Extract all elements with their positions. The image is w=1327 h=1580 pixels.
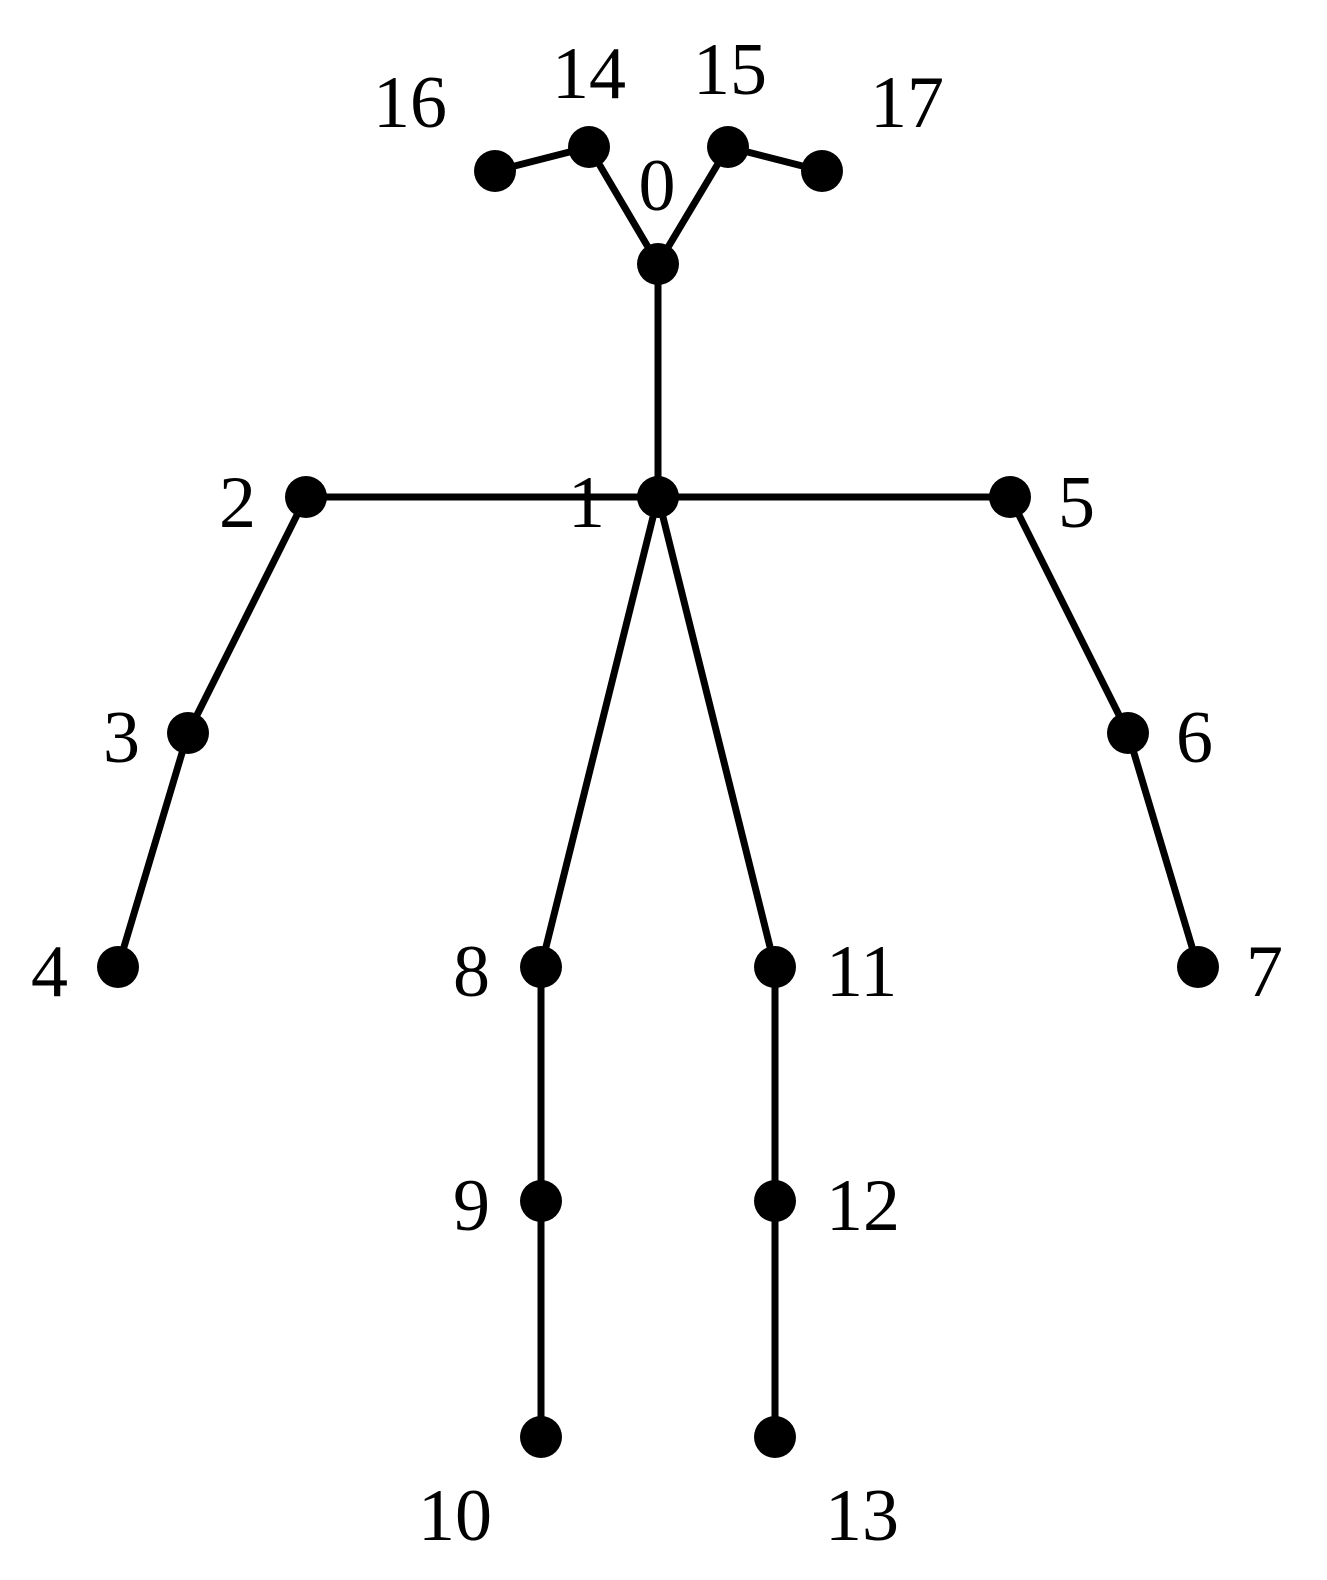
keypoint-3: [167, 712, 209, 754]
keypoint-1: [637, 476, 679, 518]
keypoint-label-0: 0: [639, 145, 676, 227]
keypoint-label-12: 12: [826, 1165, 900, 1247]
keypoint-8: [520, 946, 562, 988]
keypoint-label-5: 5: [1058, 462, 1095, 544]
keypoint-16: [474, 150, 516, 192]
keypoint-label-15: 15: [693, 29, 767, 111]
keypoint-label-2: 2: [219, 462, 256, 544]
keypoint-label-14: 14: [552, 33, 626, 115]
bone-5-6: [1006, 493, 1132, 737]
keypoint-label-10: 10: [418, 1475, 492, 1557]
keypoint-12: [754, 1180, 796, 1222]
labels-layer: 0 1 2 3 4 5 6 7 8 9 10 11 12 13 14 15 16…: [31, 29, 1283, 1557]
keypoint-label-11: 11: [826, 931, 897, 1013]
bone-1-11: [654, 493, 779, 971]
bone-1-8: [537, 493, 662, 971]
keypoint-label-8: 8: [453, 931, 490, 1013]
bone-14-0: [585, 143, 662, 268]
keypoint-0: [637, 243, 679, 285]
keypoint-label-1: 1: [568, 462, 605, 544]
keypoint-label-17: 17: [870, 62, 944, 144]
keypoint-label-16: 16: [373, 62, 447, 144]
keypoint-5: [989, 476, 1031, 518]
bone-0-15: [654, 143, 732, 268]
keypoint-2: [285, 476, 327, 518]
bone-3-4: [114, 729, 192, 971]
keypoint-14: [568, 126, 610, 168]
keypoint-9: [520, 1180, 562, 1222]
keypoint-7: [1177, 946, 1219, 988]
keypoint-10: [520, 1416, 562, 1458]
keypoint-label-7: 7: [1246, 931, 1283, 1013]
keypoint-label-13: 13: [825, 1475, 899, 1557]
joints-layer: [97, 126, 1219, 1458]
bone-2-3: [184, 493, 310, 737]
keypoint-15: [707, 126, 749, 168]
bones-layer: [114, 143, 1202, 1441]
keypoint-6: [1107, 712, 1149, 754]
keypoint-11: [754, 946, 796, 988]
keypoint-13: [754, 1416, 796, 1458]
keypoint-17: [801, 150, 843, 192]
keypoint-label-9: 9: [453, 1165, 490, 1247]
keypoint-label-3: 3: [103, 697, 140, 779]
bone-6-7: [1124, 729, 1202, 971]
keypoint-label-6: 6: [1176, 697, 1213, 779]
keypoint-4: [97, 946, 139, 988]
keypoint-label-4: 4: [31, 931, 68, 1013]
